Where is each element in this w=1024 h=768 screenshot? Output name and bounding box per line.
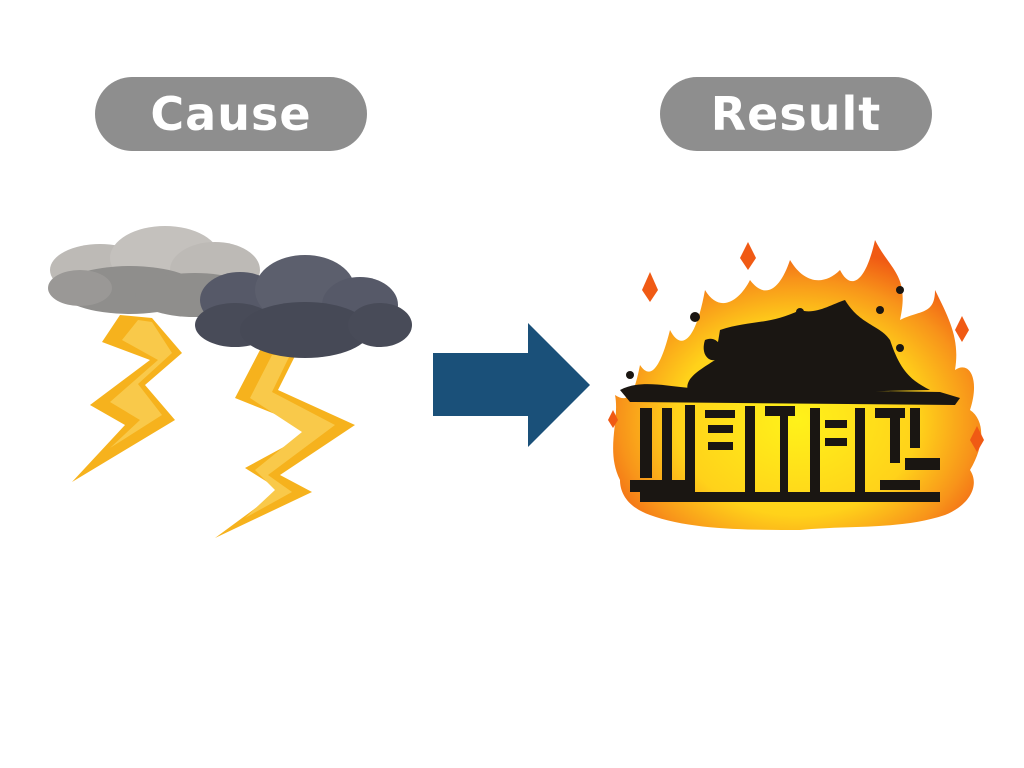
lightning-bolt-right-icon — [215, 350, 355, 538]
result-label-text: Result — [710, 87, 882, 141]
arrow-right-icon — [433, 323, 590, 447]
burning-house-icon — [608, 240, 984, 530]
cause-label-text: Cause — [150, 87, 312, 141]
result-label: Result — [660, 77, 932, 151]
lightning-bolt-left-icon — [72, 315, 182, 482]
cause-label: Cause — [95, 77, 367, 151]
thunderstorm-icon — [48, 226, 412, 538]
charred-house-icon — [620, 286, 960, 502]
cloud-dark-icon — [195, 255, 412, 358]
